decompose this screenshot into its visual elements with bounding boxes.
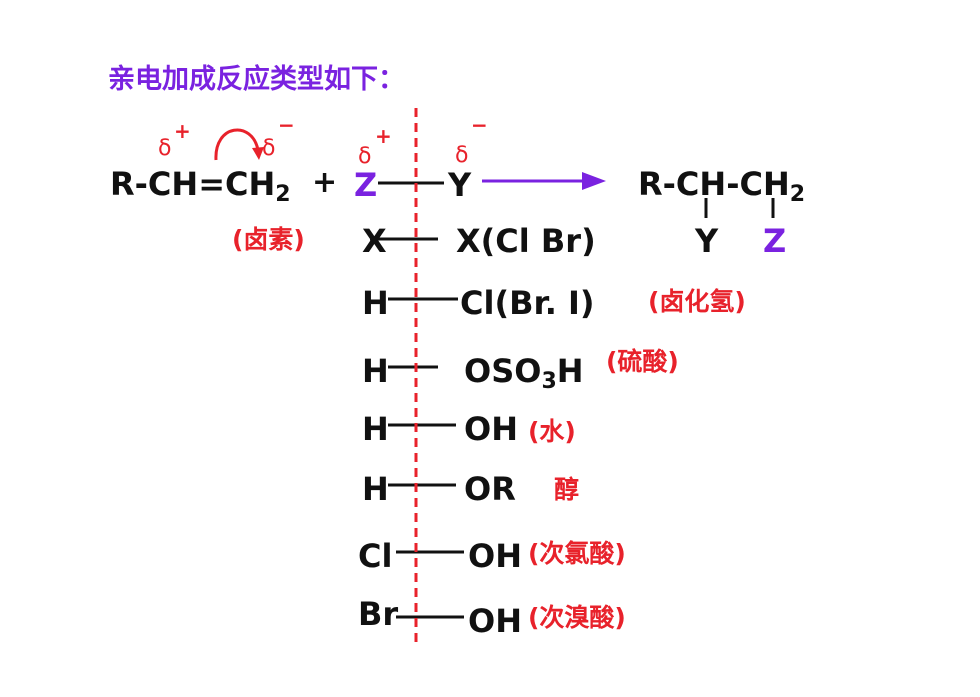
reagent-label: 醇 (554, 475, 579, 504)
reagent-right: Cl(Br. I) (460, 284, 595, 322)
delta-minus-alkene: δ (262, 136, 275, 161)
plus-sign-alkene: + (174, 119, 191, 143)
product-chain: R-CH-CH2 (638, 165, 805, 207)
reagent-right: OH (468, 537, 522, 575)
reagent-hypobromous-acid: Br OH (次溴酸) (358, 595, 626, 640)
reaction-arrow-icon (482, 172, 606, 190)
slide-title: 亲电加成反应类型如下： (108, 63, 405, 95)
alkene-reactant: R-CH=CH2 (110, 165, 291, 207)
reagent-label: (次溴酸) (528, 603, 626, 632)
reagent-left: X (362, 222, 387, 260)
reagent-label: (次氯酸) (528, 539, 626, 568)
reagent-left: H (362, 470, 389, 508)
reagent-water: H OH (水) (362, 410, 576, 448)
plus-operator: + (312, 165, 337, 200)
reagent-hypochlorous-acid: Cl OH (次氯酸) (358, 537, 626, 575)
reagent-right: OH (468, 602, 522, 640)
delta-minus-y: δ (455, 143, 468, 168)
product-z: Z (763, 222, 786, 260)
product-y: Y (694, 222, 719, 260)
minus-sign-alkene: − (278, 113, 295, 137)
reagent-sulfuric-acid: H OSO3H (硫酸) (362, 347, 679, 394)
reagent-left: H (362, 410, 389, 448)
delta-plus-z: δ (358, 144, 371, 169)
curved-electron-arrow-icon (214, 128, 264, 161)
reagent-left: H (362, 352, 389, 390)
reagent-label: (卤素) (232, 225, 305, 254)
reagent-hydrogen-halide: H Cl(Br. I) (卤化氢) (362, 284, 746, 322)
electrophile-z: Z (354, 166, 377, 204)
plus-sign-z: + (375, 124, 392, 148)
reagent-alcohol: H OR 醇 (362, 470, 579, 508)
reagent-left: Cl (358, 537, 392, 575)
minus-sign-y: − (471, 113, 488, 137)
delta-plus-alkene: δ (158, 136, 171, 161)
reagent-label: (硫酸) (606, 347, 679, 376)
reagent-right: OH (464, 410, 518, 448)
reagent-halogen: (卤素) X X(Cl Br) (232, 222, 596, 260)
reagent-label: (水) (528, 417, 576, 446)
reagent-label: (卤化氢) (648, 287, 746, 316)
reagent-left: H (362, 284, 389, 322)
reagent-right: OSO3H (464, 352, 584, 394)
partial-charges: δ + δ − δ + δ − (158, 113, 488, 169)
reagent-right: OR (464, 470, 516, 508)
reagent-right: X(Cl Br) (456, 222, 596, 260)
reagent-left: Br (358, 595, 398, 633)
nucleophile-y: Y (447, 166, 472, 204)
